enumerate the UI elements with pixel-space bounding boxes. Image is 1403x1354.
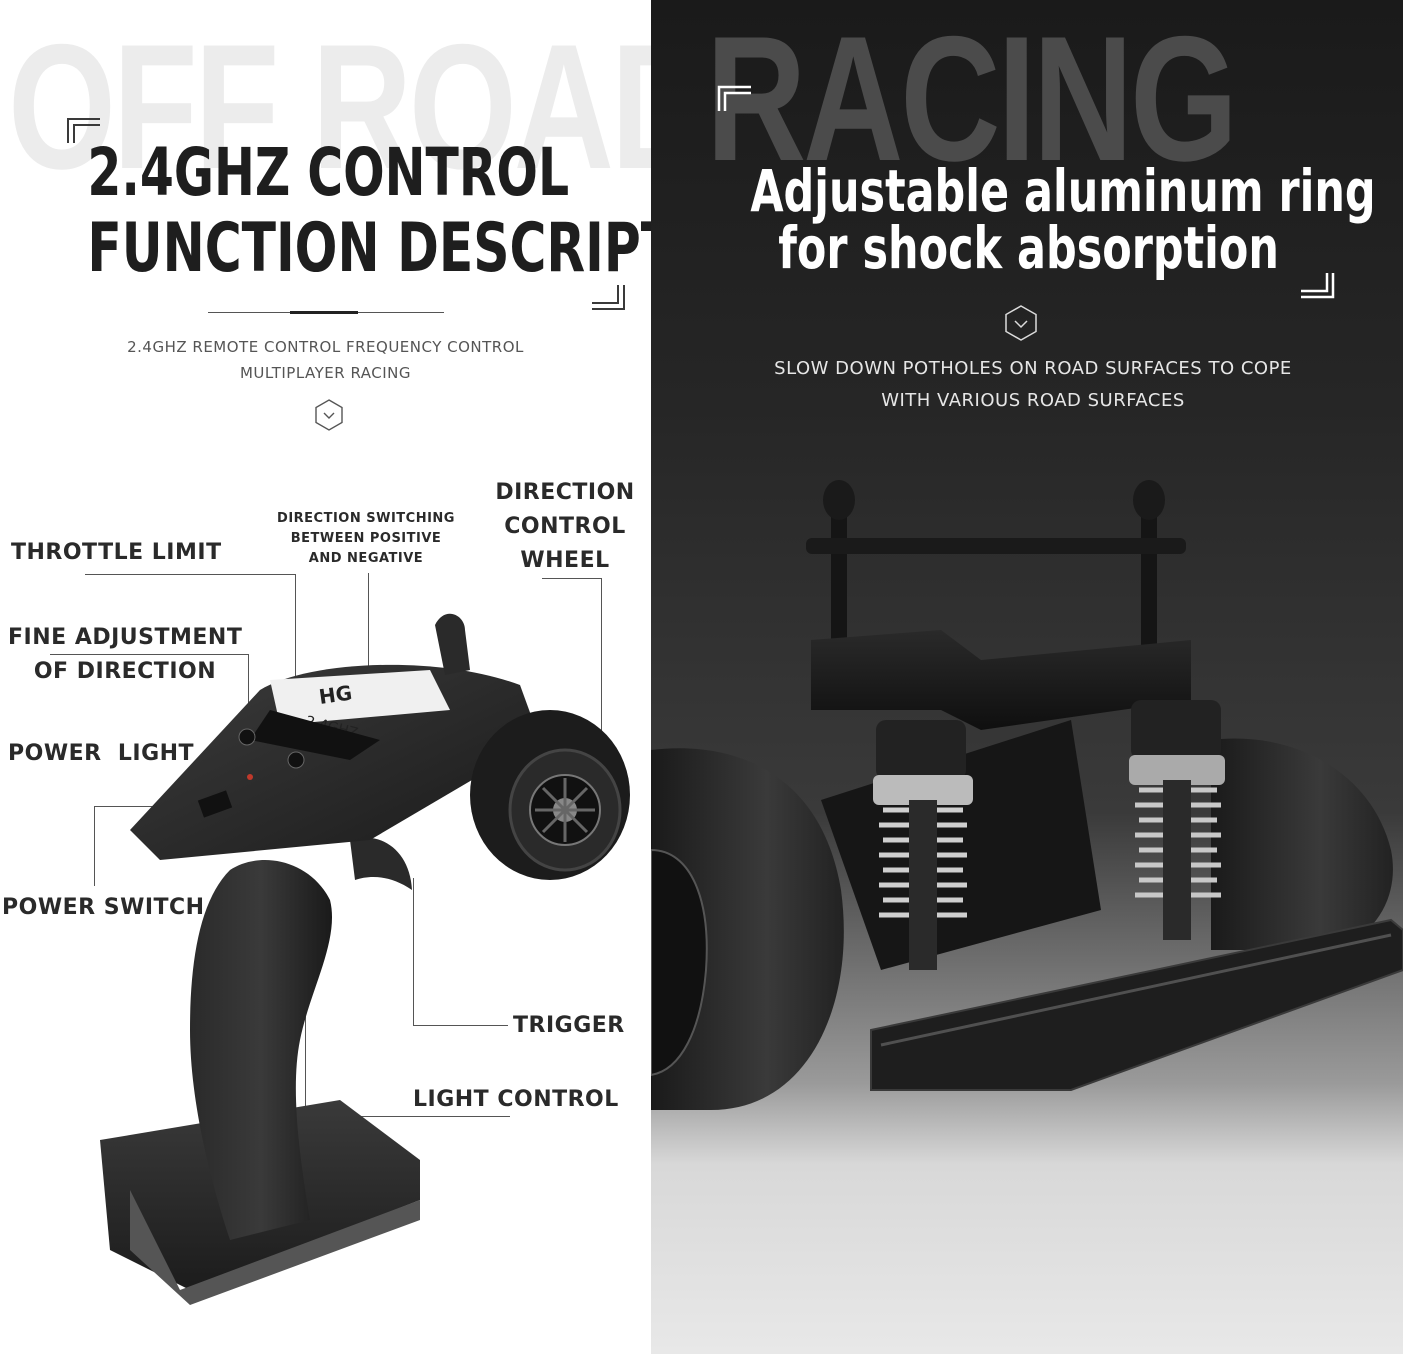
callout-direction-control-line3: WHEEL: [520, 548, 610, 573]
shock-absorber-left: [873, 720, 973, 970]
leader-line: [94, 806, 95, 886]
callout-direction-switching-line1: DIRECTION SWITCHING: [277, 511, 455, 526]
leader-line: [305, 1116, 510, 1117]
corner-bracket-icon: [592, 285, 625, 310]
callout-power-light: POWER LIGHT: [8, 741, 195, 766]
leader-line: [601, 578, 602, 746]
remote-controller-image: HG 2.4GHZ: [100, 613, 630, 1305]
callout-direction-control-line2: CONTROL: [504, 514, 626, 539]
callout-light-control: LIGHT CONTROL: [413, 1087, 619, 1112]
corner-bracket-icon: [67, 118, 100, 143]
leader-line: [248, 654, 249, 740]
leader-line: [368, 573, 369, 695]
callout-throttle-limit: THROTTLE LIMIT: [11, 540, 222, 565]
leader-line: [50, 654, 248, 655]
heading-line-1: Adjustable aluminum ring: [750, 157, 1376, 225]
callout-direction-control-wheel: DIRECTION CONTROL WHEEL: [490, 476, 640, 578]
background-word-off-road: OFF ROAD: [8, 7, 651, 206]
leader-line: [295, 574, 296, 692]
brand-badge: HG: [317, 681, 353, 709]
callout-trigger: TRIGGER: [513, 1013, 625, 1038]
right-panel-racing: RACING Adjustable aluminum ring for shoc…: [651, 0, 1403, 1354]
subtitle-line-1: 2.4GHZ REMOTE CONTROL FREQUENCY CONTROL: [127, 338, 524, 356]
heading-line-2: FUNCTION DESCRIPTION: [87, 209, 651, 288]
subtitle-line-2: MULTIPLAYER RACING: [239, 364, 412, 382]
subtitle-line-1: SLOW DOWN POTHOLES ON ROAD SURFACES TO C…: [774, 358, 1292, 379]
divider-accent: [290, 311, 358, 314]
subtitle-line-2: WITH VARIOUS ROAD SURFACES: [881, 390, 1185, 411]
callout-fine-adjustment: FINE ADJUSTMENT OF DIRECTION: [8, 621, 242, 689]
hexagon-chevron-down-icon: [315, 399, 343, 431]
callout-direction-switching: DIRECTION SWITCHING BETWEEN POSITIVE AND…: [266, 509, 466, 569]
leader-line: [413, 878, 414, 1026]
leader-line: [85, 574, 295, 575]
callout-fine-adjustment-line1: FINE ADJUSTMENT: [8, 625, 243, 650]
heading-line-2: for shock absorption: [778, 214, 1279, 282]
leader-line: [542, 578, 602, 579]
corner-bracket-icon: [717, 85, 751, 111]
rc-car-chassis-image: [651, 480, 1403, 1110]
hexagon-chevron-down-icon: [1005, 305, 1037, 341]
callout-direction-control-line1: DIRECTION: [495, 480, 635, 505]
corner-bracket-icon: [1301, 273, 1335, 299]
heading-line-1: 2.4GHZ CONTROL: [87, 134, 570, 211]
callout-fine-adjustment-line2: OF DIRECTION: [33, 659, 217, 684]
callout-direction-switching-line2: BETWEEN POSITIVE: [290, 531, 442, 546]
leader-line: [413, 1025, 508, 1026]
callout-direction-switching-line3: AND NEGATIVE: [308, 551, 424, 566]
callout-power-switch: POWER SWITCH: [2, 895, 205, 920]
left-panel-controller: OFF ROAD 2.4GHZ CONTROL FUNCTION DESCRIP…: [0, 0, 651, 1354]
shock-absorber-right: [1129, 700, 1225, 940]
background-word-racing: RACING: [706, 0, 1238, 198]
